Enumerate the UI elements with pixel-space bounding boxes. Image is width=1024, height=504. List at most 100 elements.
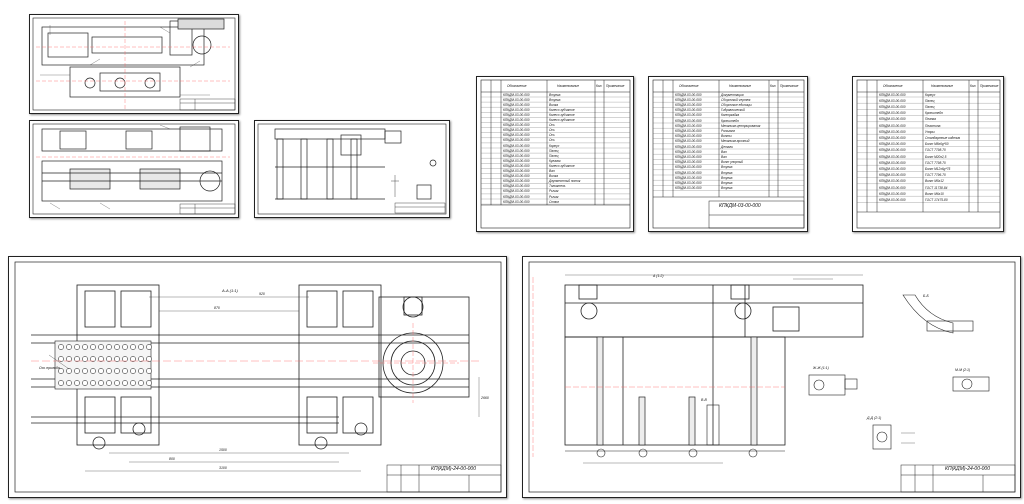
elevation-label-zz: Ж-Ж (1:1) [813, 366, 829, 370]
belt-roller [74, 368, 80, 374]
sheet-assembly-top-drawing [32, 17, 236, 111]
spec-row-name: Болт М8х6g*50 [925, 142, 949, 147]
belt-roller [138, 368, 144, 374]
spec-row-name: ГОСТ 7798-70 [925, 148, 946, 153]
sheet-elevation-details[interactable]: А (1:2) Б-Б Ж-Ж (1:1) М-М (2:1) Д-Д (2:1… [522, 256, 1021, 498]
spec-row-name: Вал [721, 154, 727, 159]
sheet-spec-1[interactable]: Обозначение Наименование Кол. Примечание… [476, 76, 634, 232]
belt-roller [146, 356, 152, 362]
spec-row-name: Винты [721, 134, 732, 139]
belt-roller [82, 356, 88, 362]
spec-row-designation: КПКДМ-03-00-000 [879, 173, 906, 178]
spec-row-designation: КПКДМ-03-00-000 [503, 184, 530, 189]
spec-row-name: Вилка [549, 174, 558, 179]
belt-roller [106, 368, 112, 374]
spec-row-name: Кронштейн [925, 111, 943, 116]
spec-row-designation: КПКДМ-03-00-000 [503, 128, 530, 133]
plan-view-label-axis: Ось привода [39, 366, 60, 370]
sheet-side-elevation[interactable] [29, 120, 239, 218]
spec-row-designation: КПКДМ-03-00-000 [503, 102, 530, 107]
belt-roller [106, 344, 112, 350]
sheet-plan-view[interactable]: A-A (1:1) Ось привода 3100 1500 870 920 … [8, 256, 507, 498]
sheet-frame-mechanism-drawing [257, 123, 447, 215]
spec-row-name: Рычаг [549, 194, 559, 199]
spec-2-col-designation: Обозначение [679, 84, 699, 88]
spec-row-name: Детали [721, 144, 733, 149]
spec-row-designation: КПКДМ-03-00-000 [879, 142, 906, 147]
spec-row-designation: КПКДМ-03-00-000 [675, 165, 702, 170]
spec-row-designation: КПКДМ-03-00-000 [879, 148, 906, 153]
spec-row-designation: КПКДМ-03-00-000 [675, 170, 702, 175]
plan-view-dim-1: 3100 [219, 466, 227, 470]
spec-row-designation: КПКДМ-03-00-000 [879, 129, 906, 134]
spec-row-name: Вилка [549, 102, 558, 107]
spec-row-designation: КПКДМ-03-00-000 [879, 179, 906, 184]
spec-row-name: Стандартные изделия [925, 135, 961, 140]
belt-roller [122, 380, 128, 386]
spec-row-designation: КПКДМ-03-00-000 [675, 113, 702, 118]
spec-row-name: Втулка [549, 97, 561, 102]
spec-row-name: Винт упорный [721, 160, 743, 165]
spec-row-designation: КПКДМ-03-00-000 [879, 185, 906, 190]
spec-row-designation: КПКДМ-03-00-000 [675, 134, 702, 139]
spec-2-grid [652, 79, 805, 229]
sheet-spec-3[interactable]: Обозначение Наименование Кол. Примечание… [852, 76, 1004, 232]
spec-row-designation: КПКДМ-03-00-000 [675, 175, 702, 180]
elevation-label-a: А (1:2) [653, 274, 664, 278]
belt-roller [130, 344, 136, 350]
spec-row-designation: КПКДМ-03-00-000 [503, 174, 530, 179]
plan-view-dim-4: 920 [259, 292, 265, 296]
plan-view-drawing [14, 261, 502, 493]
elevation-label-mm: М-М (2:1) [955, 368, 971, 372]
spec-row-designation: КПКДМ-03-00-000 [503, 133, 530, 138]
sheet-spec-2[interactable]: Обозначение Наименование Кол. Примечание… [648, 76, 808, 232]
sheet-assembly-top[interactable] [29, 14, 239, 114]
spec-row-name: Гидравлический [721, 108, 745, 113]
belt-roller [90, 356, 96, 362]
belt-roller [82, 344, 88, 350]
spec-row-name: Рольганг [721, 128, 735, 133]
belt-roller [138, 380, 144, 386]
spec-row-name: Колесо зубчатое [549, 112, 575, 117]
belt-roller [114, 380, 120, 386]
spec-row-designation: КПКДМ-03-00-000 [675, 108, 702, 113]
belt-roller [66, 380, 72, 386]
spec-row-designation: КПКДМ-03-00-000 [503, 163, 530, 168]
spec-row-name: ГОСТ 7798-70 [925, 160, 946, 165]
belt-roller [74, 380, 80, 386]
belt-roller [122, 356, 128, 362]
elevation-label-bb: Б-Б [923, 294, 929, 298]
spec-2-col-name: Наименование [729, 84, 751, 88]
spec-row-designation: КПКДМ-03-00-000 [503, 194, 530, 199]
belt-roller [114, 344, 120, 350]
spec-row-designation: КПКДМ-03-00-000 [675, 118, 702, 123]
sheet-frame-mechanism[interactable] [254, 120, 450, 218]
spec-row-name: Болт М20х2,5 [925, 154, 947, 159]
spec-row-name: Сборочные единицы [721, 102, 752, 107]
spec-row-name: Двухместный поток [549, 179, 581, 184]
spec-row-name: Пластина [925, 123, 941, 128]
spec-row-designation: КПКДМ-03-00-000 [675, 102, 702, 107]
spec-row-name: ГОСТ 7796-70 [925, 173, 946, 178]
belt-roller [98, 344, 104, 350]
spec-row-name: Корпус [549, 143, 560, 148]
spec-row-name: Палец [549, 153, 559, 158]
belt-roller [66, 344, 72, 350]
belt-roller [74, 344, 80, 350]
spec-row-name: Ось [549, 133, 555, 138]
spec-row-designation: КПКДМ-03-00-000 [675, 160, 702, 165]
belt-roller [58, 356, 64, 362]
spec-row-name: Втулка [721, 165, 733, 170]
elevation-details-drawing [528, 261, 1016, 493]
spec-row-designation: КПКДМ-03-00-000 [879, 166, 906, 171]
spec-row-designation: КПКДМ-03-00-000 [503, 169, 530, 173]
spec-row-designation: КПКДМ-03-00-000 [503, 112, 530, 117]
spec-row-name: Вал [549, 169, 555, 173]
spec-row-name: Планка [925, 117, 936, 122]
spec-row-designation: КПКДМ-03-00-000 [675, 149, 702, 154]
spec-2-assembly-code: КПКДМ-03-00-000 [719, 203, 761, 209]
spec-row-designation: КПКДМ-03-00-000 [503, 107, 530, 112]
spec-3-col-name: Наименование [931, 84, 953, 88]
spec-row-name: Колесо зубчатое [549, 163, 575, 168]
spec-row-name: Колесо зубчатое [549, 118, 575, 122]
